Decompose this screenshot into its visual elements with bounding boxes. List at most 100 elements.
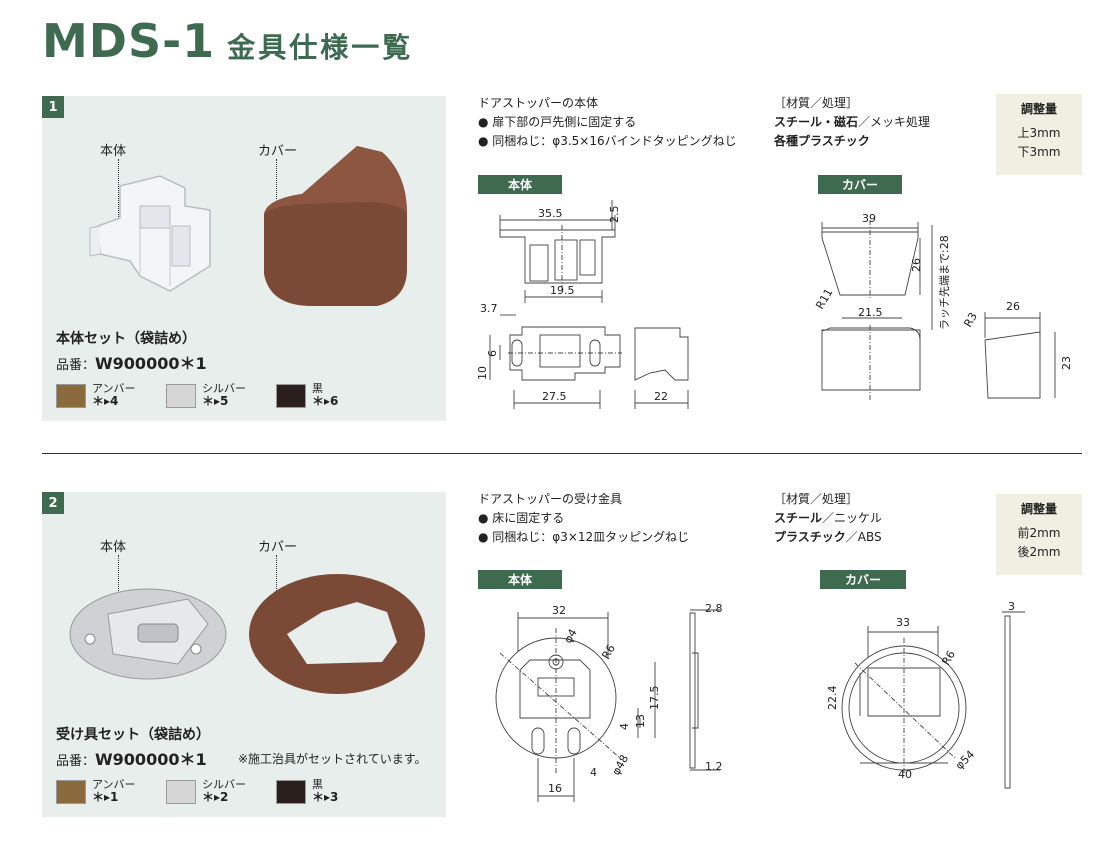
swatch-code: ＊▸5	[202, 394, 229, 408]
dim-label: φ54	[953, 748, 977, 772]
swatch-name: アンバー	[92, 778, 136, 791]
desc-line: ● 扉下部の戸先側に固定する	[478, 115, 637, 129]
leader-line	[118, 555, 119, 595]
swatch-color	[276, 780, 306, 804]
dim-label: 19.5	[550, 284, 575, 297]
swatch-color	[56, 384, 86, 408]
dim-label: R3	[961, 310, 980, 329]
adj-line: 上3mm	[1017, 126, 1061, 140]
dim-label: 2.5	[608, 206, 621, 224]
adj-line: 後2mm	[1017, 545, 1061, 559]
jig-note: ※施工治具がセットされています。	[238, 752, 427, 766]
tab-body-drawing: 本体	[478, 570, 562, 589]
dim-label: 21.5	[858, 306, 883, 319]
swatch-name: 黒	[312, 382, 323, 395]
swatch-code: ＊▸4	[92, 394, 119, 408]
mat-bold: プラスチック	[774, 530, 846, 544]
desc-title: ドアストッパーの受け金具	[478, 492, 623, 506]
dim-label: 4	[618, 723, 631, 730]
mat-bold: スチール	[774, 511, 823, 525]
part-number-value: W900000＊1	[95, 354, 207, 373]
section-2-adjustment: 調整量 前2mm 後2mm	[996, 494, 1082, 575]
leader-line	[118, 159, 119, 217]
swatch-black: 黒＊▸3	[276, 778, 386, 804]
dim-label: 35.5	[538, 207, 563, 220]
tab-body-drawing: 本体	[478, 175, 562, 194]
label-cover: カバー	[258, 144, 298, 159]
mat-title: ［材質／処理］	[774, 96, 859, 110]
swatch-color	[56, 780, 86, 804]
title-model: MDS-1	[42, 14, 216, 68]
tab-cover-drawing: カバー	[818, 175, 902, 194]
swatch-silver: シルバー＊▸2	[166, 778, 276, 804]
leader-line	[276, 555, 277, 593]
desc-line: ● 床に固定する	[478, 511, 565, 525]
desc-title: ドアストッパーの本体	[478, 96, 599, 110]
dim-label: 22.4	[826, 686, 839, 711]
adj-line: 前2mm	[1017, 526, 1061, 540]
swatch-name: アンバー	[92, 382, 136, 395]
part-number-value: W900000＊1	[95, 750, 207, 769]
dim-label: 2.8	[705, 602, 723, 615]
dim-label: 3.7	[480, 302, 498, 315]
desc-line: ● 同梱ねじ：φ3.5×16バインドタッピングねじ	[478, 134, 737, 148]
swatch-code: ＊▸2	[202, 790, 229, 804]
set-name: 受け具セット（袋詰め）	[56, 727, 210, 743]
section-1-description: ドアストッパーの本体 ● 扉下部の戸先側に固定する ● 同梱ねじ：φ3.5×16…	[478, 94, 737, 151]
dim-label: ラッチ先端まで:28	[938, 235, 951, 330]
dim-label: 26	[910, 258, 923, 272]
part-number: 品番：W900000＊1	[56, 746, 207, 770]
dim-label: R6	[599, 642, 618, 661]
swatch-color	[166, 780, 196, 804]
section-2-materials: ［材質／処理］ スチール／ニッケル プラスチック／ABS	[774, 490, 882, 547]
swatch-amber: アンバー＊▸4	[56, 382, 166, 408]
title-subtitle: 金具仕様一覧	[227, 31, 414, 64]
receiver-body-image	[69, 588, 227, 680]
dim-label: R11	[813, 286, 835, 311]
body-dimension-drawing: 35.5 2.5 19.5 3.7 10 6 27.5 22	[476, 200, 689, 409]
swatch-code: ＊▸1	[92, 790, 119, 804]
section-2-description: ドアストッパーの受け金具 ● 床に固定する ● 同梱ねじ：φ3×12皿タッピング…	[478, 490, 689, 547]
cover-part-image	[264, 146, 407, 306]
swatch-code: ＊▸6	[312, 394, 339, 408]
set-name: 本体セット（袋詰め）	[56, 331, 196, 347]
dim-label: 17.5	[648, 686, 661, 711]
dim-label: φ48	[609, 753, 631, 778]
swatch-amber: アンバー＊▸1	[56, 778, 166, 804]
receiver-cover-dimension-drawing: 33 R6 22.4 40 φ54 3	[826, 600, 1025, 789]
swatch-name: 黒	[312, 778, 323, 791]
tab-cover-drawing: カバー	[820, 570, 906, 589]
color-swatches: アンバー＊▸1 シルバー＊▸2 黒＊▸3	[56, 778, 386, 804]
dim-label: 33	[896, 616, 910, 629]
section-2-photo-panel: 2 本体 カバー 受け具セット（袋詰め） 品番：W900000＊1 ※施工治具が…	[42, 492, 446, 817]
mat-title: ［材質／処理］	[774, 492, 859, 506]
section-number: 1	[42, 96, 64, 118]
mat-bold: 各種プラスチック	[774, 134, 870, 148]
dim-label: R6	[939, 648, 958, 667]
part-number-prefix: 品番：	[56, 754, 96, 769]
mat-rest: ／ニッケル	[822, 511, 883, 525]
body-part-image	[89, 175, 211, 292]
dim-label: 23	[1060, 356, 1073, 370]
mat-rest: ／メッキ処理	[858, 115, 931, 129]
mat-bold: スチール・磁石	[774, 115, 859, 129]
receiver-body-dimension-drawing: 32 φ4 R6 17.5 13 4 4 16 φ48 2.8 1.2	[495, 602, 723, 802]
section-number: 2	[42, 492, 64, 514]
cover-dimension-drawing: 39 26 R11 21.5 ラッチ先端まで:28 R3 26 23	[813, 212, 1073, 400]
dim-label: 22	[654, 390, 668, 403]
dim-label: 1.2	[705, 760, 723, 773]
leader-line	[276, 159, 277, 199]
desc-line: ● 同梱ねじ：φ3×12皿タッピングねじ	[478, 530, 690, 544]
dim-label: 39	[862, 212, 876, 225]
dim-label: 27.5	[542, 390, 567, 403]
swatch-color	[276, 384, 306, 408]
color-swatches: アンバー＊▸4 シルバー＊▸5 黒＊▸6	[56, 382, 386, 408]
label-body: 本体	[100, 144, 127, 159]
page-title: MDS-1 金具仕様一覧	[42, 14, 413, 68]
adj-title: 調整量	[1020, 502, 1057, 516]
dim-label: 13	[634, 714, 647, 728]
adj-line: 下3mm	[1017, 145, 1061, 159]
part-number: 品番：W900000＊1	[56, 350, 207, 374]
dim-label: 4	[590, 766, 597, 779]
label-cover: カバー	[258, 540, 298, 555]
